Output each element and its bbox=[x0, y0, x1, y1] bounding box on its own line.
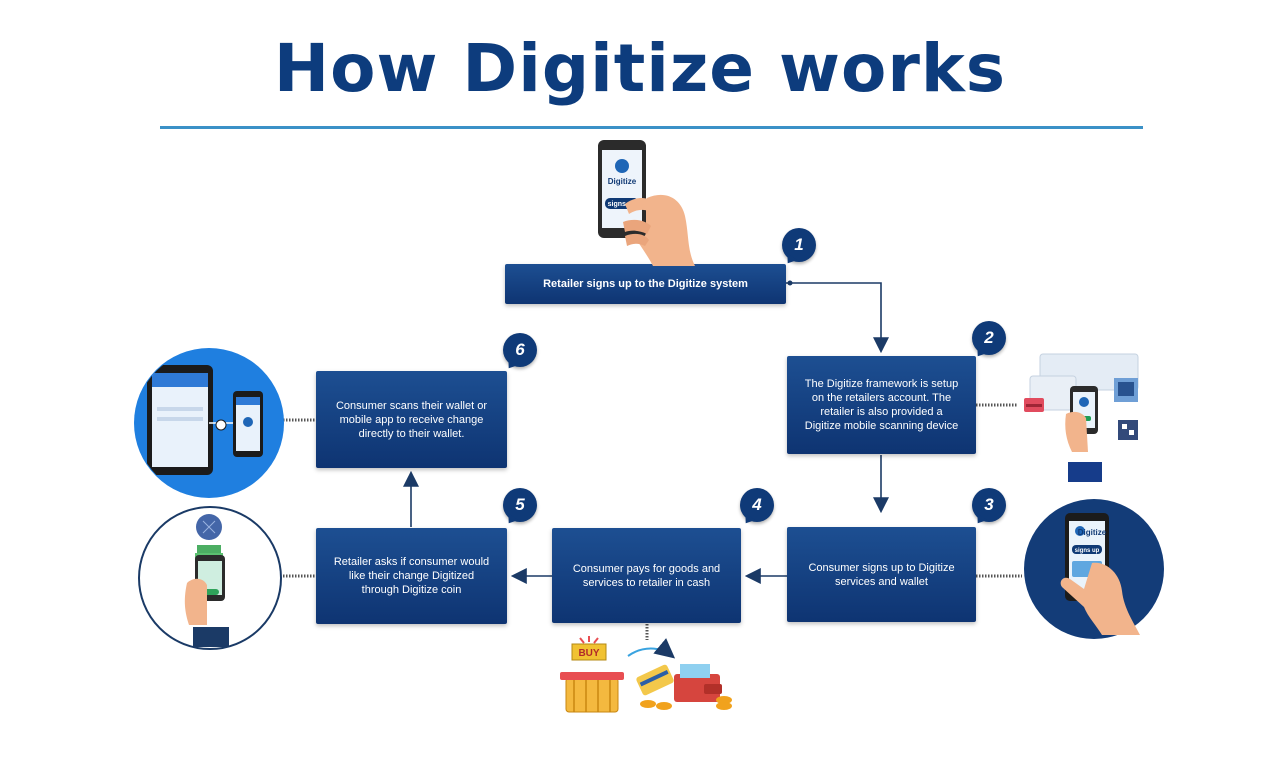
scanning-device-illustration bbox=[1024, 353, 1139, 482]
step-6-badge: 6 bbox=[503, 333, 537, 367]
step-2-box: The Digitize framework is setup on the r… bbox=[787, 356, 976, 454]
buy-sign-text: BUY bbox=[578, 648, 599, 659]
phone3-logo-text: Digitize bbox=[1078, 528, 1107, 537]
shopping-payment-illustration: BUY bbox=[560, 636, 732, 713]
step-5-text: Retailer asks if consumer would like the… bbox=[333, 556, 490, 596]
step-3-text: Consumer signs up to Digitize services a… bbox=[808, 561, 955, 588]
hand-phone-wallet-illustration: Digitize signs up bbox=[1024, 499, 1164, 639]
phone-signup-button-text: signs up bbox=[608, 201, 637, 208]
step-4-text: Consumer pays for goods and services to … bbox=[572, 562, 721, 589]
arrow-1-to-2 bbox=[786, 282, 889, 354]
step-2-badge: 2 bbox=[972, 321, 1006, 355]
step-2-text: The Digitize framework is setup on the r… bbox=[804, 378, 959, 432]
phone3-signup-button-text: signs up bbox=[1075, 548, 1100, 554]
step-4-badge: 4 bbox=[740, 488, 774, 522]
step-3-badge: 3 bbox=[972, 488, 1006, 522]
phone-logo-text: Digitize bbox=[608, 177, 637, 186]
step-1-box: Retailer signs up to the Digitize system bbox=[505, 264, 786, 304]
hand-phone-signup-illustration: Digitize signs up bbox=[598, 140, 695, 266]
page-title: How Digitize works bbox=[273, 30, 1007, 107]
step-4-box: Consumer pays for goods and services to … bbox=[552, 528, 741, 623]
hand-phone-coin-illustration bbox=[138, 506, 282, 650]
step-3-box: Consumer signs up to Digitize services a… bbox=[787, 527, 976, 622]
step-6-text: Consumer scans their wallet or mobile ap… bbox=[335, 399, 487, 440]
tablet-phone-illustration bbox=[134, 348, 284, 498]
arrow-1-start-dot bbox=[787, 280, 793, 286]
title-underline bbox=[160, 126, 1143, 129]
step-1-text: Retailer signs up to the Digitize system bbox=[543, 278, 748, 290]
step-6-box: Consumer scans their wallet or mobile ap… bbox=[316, 371, 507, 468]
step-5-box: Retailer asks if consumer would like the… bbox=[316, 528, 507, 624]
step-1-badge: 1 bbox=[782, 228, 816, 262]
step-5-badge: 5 bbox=[503, 488, 537, 522]
